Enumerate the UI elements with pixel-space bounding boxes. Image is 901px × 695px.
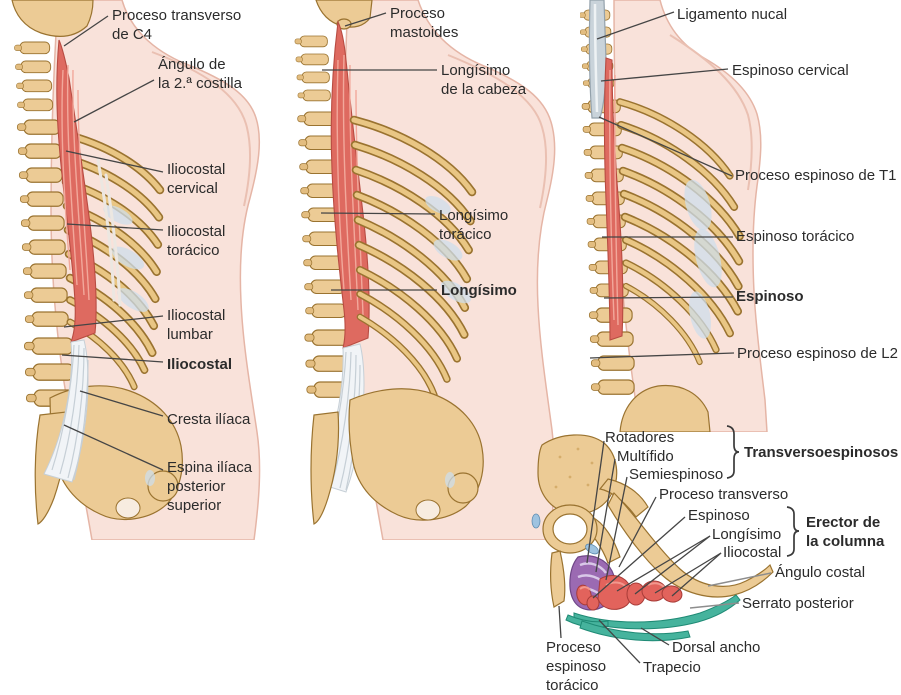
label-longisimo-toracico: Longísimo torácico [439,207,509,243]
illustration-torso-spinalis [580,0,768,432]
label-angulo-costal: Ángulo costal [775,564,866,581]
label-iliocostal: Iliocostal [167,356,233,373]
label-iliocostal-seccion: Iliocostal [723,544,782,561]
erector-brace [786,506,800,557]
label-proceso-transverso-c4: Proceso transverso de C4 [112,7,242,43]
label-rotadores: Rotadores [605,429,675,446]
label-trapecio: Trapecio [643,659,701,676]
label-espinoso-cervical: Espinoso cervical [732,62,849,79]
costal-cartilage [684,179,712,231]
illustration-torso-longissimus [294,0,556,540]
label-proceso-espinoso-t1: Proceso espinoso de T1 [735,167,897,184]
shoulder-contour [151,51,252,207]
label-cresta-iliaca: Cresta ilíaca [167,411,251,428]
iliocostal-muscle [56,39,97,343]
spinous-process [550,550,566,608]
label-transversoespinosos: Transversoespinosos [744,444,899,461]
costal-cartilage [425,195,451,215]
costal-cartilage [689,291,711,339]
vertebral-foramen [552,513,588,545]
muscle-slip [104,173,122,307]
costal-cartilage [694,228,722,288]
label-angulo-2-costilla: Ángulo de la 2.ª costilla [158,56,242,92]
label-iliocostal-lumbar: Iliocostal lumbar [167,307,226,343]
costal-cartilage [117,288,149,312]
label-serrato-posterior: Serrato posterior [742,595,854,612]
pelvis [310,388,484,525]
shoulder-contour [447,54,548,209]
label-semiespinoso: Semiespinoso [629,466,724,483]
label-iliocostal-cervical: Iliocostal cervical [167,161,226,197]
label-multifido: Multífido [617,448,674,465]
label-erector-de-la-columna: Erector de la columna [806,514,885,550]
skull-fragment [11,0,94,37]
label-iliocostal-toracico: Iliocostal torácico [167,223,226,259]
label-longisimo-seccion: Longísimo [712,526,782,543]
ligament-highlight [593,3,599,113]
label-espinoso-toracico: Espinoso torácico [736,228,855,245]
costal-cartilage [111,246,145,270]
pelvis-top [619,384,711,432]
label-espinoso: Espinoso [736,288,804,305]
label-proceso-espinoso-l2: Proceso espinoso de L2 [737,345,898,362]
label-longisimo-cabeza: Longísimo de la cabeza [441,62,527,98]
label-proceso-espinoso-toracico: Proceso espinoso torácico [546,639,607,694]
shoulder-contour [669,34,753,191]
label-proceso-mastoides: Proceso mastoides [390,5,459,41]
label-espina-iliaca-posterior-superior: Espina ilíaca posterior superior [167,459,253,514]
label-espinoso-seccion: Espinoso [688,507,750,524]
label-longisimo: Longísimo [441,282,517,299]
costal-cartilage [440,280,472,304]
label-dorsal-ancho: Dorsal ancho [672,639,761,656]
label-proceso-transverso: Proceso transverso [659,486,789,503]
label-ligamento-nucal: Ligamento nucal [677,6,788,23]
facet-cartilage [531,513,541,529]
costal-cartilage [433,239,463,261]
